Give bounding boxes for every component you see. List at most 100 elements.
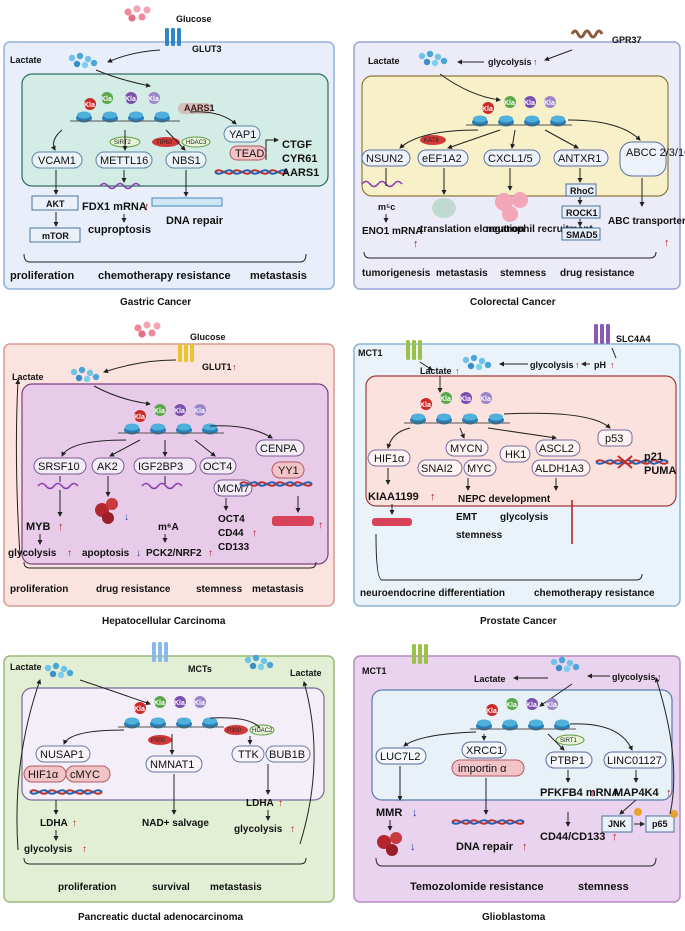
box-yap1 — [223, 125, 261, 143]
svg-text:MYB: MYB — [26, 521, 51, 533]
glut3-transporter — [165, 28, 169, 46]
svg-text:RhoC: RhoC — [570, 186, 594, 196]
svg-text:HDAC3: HDAC3 — [186, 140, 207, 146]
box-yy1 — [271, 461, 305, 479]
svg-text:stemness: stemness — [456, 530, 503, 541]
box-akt — [31, 195, 79, 211]
svg-text:↑: ↑ — [58, 521, 64, 533]
svg-text:Temozolomide resistance: Temozolomide resistance — [410, 881, 544, 893]
svg-text:Kla: Kla — [506, 702, 517, 709]
svg-text:cMYC: cMYC — [70, 769, 100, 781]
svg-text:MMR: MMR — [376, 807, 402, 819]
svg-text:SLC4A4: SLC4A4 — [616, 334, 651, 344]
glucose-molecule — [124, 5, 151, 22]
lactate-label: Lactate — [10, 55, 42, 65]
svg-text:↑: ↑ — [278, 798, 283, 809]
svg-text:glycolysis: glycolysis — [24, 844, 73, 855]
box-smad5 — [561, 227, 601, 241]
mct1-transporter-gbm — [412, 644, 416, 664]
svg-text:SRSF10: SRSF10 — [38, 461, 80, 473]
svg-text:METTL16: METTL16 — [100, 155, 148, 167]
panel-gbm: MCT1 Lactate glycolysis ↑ Kla Kla Kla Kl… — [353, 644, 681, 923]
box-srsf10 — [33, 457, 87, 475]
box-hk1 — [499, 445, 531, 463]
box-ptbp1 — [545, 751, 593, 769]
svg-text:Kla: Kla — [504, 100, 515, 107]
box-cenpa — [255, 439, 305, 457]
colorectal-cell — [361, 75, 669, 197]
svg-text:metastasis: metastasis — [210, 882, 262, 893]
svg-text:XRCC1: XRCC1 — [466, 745, 503, 757]
svg-text:SIRT2: SIRT2 — [114, 140, 132, 146]
svg-text:↑: ↑ — [455, 366, 460, 376]
svg-text:Lactate: Lactate — [368, 56, 400, 66]
target-ctgf: CTGF — [282, 139, 312, 151]
svg-text:↓: ↓ — [412, 807, 418, 819]
svg-text:↑: ↑ — [318, 520, 323, 531]
svg-text:glycolysis: glycolysis — [612, 672, 656, 682]
svg-text:LUC7L2: LUC7L2 — [380, 751, 420, 763]
box-importin — [451, 759, 525, 777]
svg-text:Kla: Kla — [440, 396, 451, 403]
out-eno1: ENO1 mRNA — [362, 226, 423, 237]
svg-text:Kla: Kla — [134, 414, 145, 421]
svg-text:BUB1B: BUB1B — [269, 749, 305, 761]
svg-text:drug resistance: drug resistance — [560, 268, 635, 279]
svg-text:↑: ↑ — [252, 528, 257, 539]
svg-text:MYCN: MYCN — [450, 443, 482, 455]
svg-text:EMT: EMT — [456, 512, 477, 523]
svg-text:PFKFB4 mRNA: PFKFB4 mRNA — [540, 787, 620, 799]
svg-text:NUSAP1: NUSAP1 — [40, 749, 84, 761]
svg-text:Kla: Kla — [420, 402, 431, 409]
glucose-label: Glucose — [176, 14, 212, 24]
svg-text:OCT4: OCT4 — [203, 461, 232, 473]
svg-text:eEF1A2: eEF1A2 — [422, 153, 462, 165]
svg-text:glycolysis: glycolysis — [500, 512, 549, 523]
gpr37-receptor — [570, 29, 604, 39]
box-mcm7 — [213, 479, 253, 497]
title-pdac: Pancreatic ductal adenocarcinoma — [78, 912, 244, 923]
svg-text:↑: ↑ — [208, 548, 213, 559]
svg-text:Kla: Kla — [546, 702, 557, 709]
svg-text:Kla: Kla — [480, 396, 491, 403]
box-nbs1 — [165, 151, 207, 169]
box-vcam1 — [31, 151, 83, 169]
svg-text:↑: ↑ — [144, 201, 150, 213]
svg-text:JNK: JNK — [608, 819, 627, 829]
svg-text:Kla: Kla — [486, 708, 497, 715]
svg-text:ANTXR1: ANTXR1 — [558, 153, 601, 165]
svg-text:ABCC 2/3/10: ABCC 2/3/10 — [626, 147, 685, 159]
svg-text:Lactate: Lactate — [290, 668, 322, 678]
svg-text:PCK2/NRF2: PCK2/NRF2 — [146, 548, 202, 559]
svg-text:AKT: AKT — [46, 199, 65, 209]
svg-text:p65: p65 — [652, 819, 668, 829]
pheno-chemo: chemotherapy resistance — [98, 270, 231, 282]
svg-text:proliferation: proliferation — [58, 882, 116, 893]
svg-text:NMNAT1: NMNAT1 — [150, 759, 194, 771]
svg-text:↑: ↑ — [232, 362, 237, 372]
box-myc — [463, 459, 497, 477]
panel-hcc: Glucose GLUT1 ↑ Lactate Kla Kla Kla Kla … — [3, 321, 335, 627]
svg-text:↑: ↑ — [590, 787, 596, 799]
out-dna-repair: DNA repair — [166, 215, 224, 227]
mct1-transporter — [406, 340, 410, 360]
title-gbm: Glioblastoma — [482, 912, 546, 923]
box-luc7l2 — [375, 747, 427, 765]
svg-text:MCT1: MCT1 — [362, 666, 387, 676]
panel-gastric: Glucose GLUT3 Lactate AARS1 Kla Kla Kla … — [3, 5, 335, 308]
target-cyr61: CYR61 — [282, 153, 317, 165]
svg-text:NBS1: NBS1 — [172, 155, 201, 167]
svg-text:OCT4: OCT4 — [218, 514, 245, 525]
svg-text:Kla: Kla — [544, 100, 555, 107]
svg-text:Kla: Kla — [134, 706, 145, 713]
svg-text:↑: ↑ — [533, 57, 538, 67]
svg-text:CXCL1/5: CXCL1/5 — [488, 153, 533, 165]
gpr37-label: GPR37 — [612, 35, 642, 45]
svg-text:glycolysis: glycolysis — [8, 548, 57, 559]
title-colorectal: Colorectal Cancer — [470, 297, 556, 308]
box-linc01127 — [603, 751, 667, 769]
svg-text:glycolysis: glycolysis — [488, 57, 532, 67]
mcts-transporter — [152, 642, 156, 662]
svg-text:VCAM1: VCAM1 — [38, 155, 76, 167]
svg-text:chemotherapy resistance: chemotherapy resistance — [534, 588, 655, 599]
